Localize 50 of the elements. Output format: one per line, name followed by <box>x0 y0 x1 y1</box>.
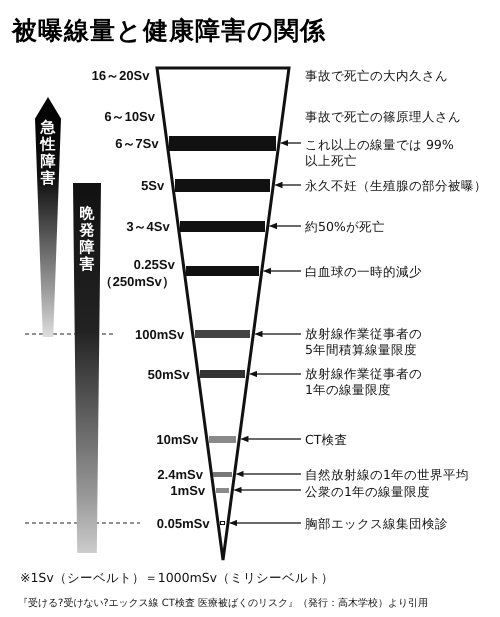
source-citation: 『受ける?受けない?エックス線 CT検査 医療被ばくのリスク』（発行：高木学校）より引用 <box>18 596 428 610</box>
arrow <box>269 222 301 230</box>
dose-value: 0.05mSv <box>156 515 210 532</box>
dose-value: 50mSv <box>146 366 190 383</box>
vertical-label: 急性障害 <box>40 119 56 187</box>
annotation-text: これ以上の線量では 99%以上死亡 <box>305 137 490 169</box>
title: 被曝線量と健康障害の関係 <box>12 15 326 47</box>
annotation-text: 事故で死亡の大内久さん <box>305 68 448 84</box>
gradient-arrow-band <box>73 183 101 553</box>
annotation-text: CT検査 <box>305 432 490 448</box>
arrow <box>240 436 301 442</box>
dose-bar <box>213 472 232 476</box>
arrow <box>249 370 301 378</box>
dose-bar <box>180 220 265 232</box>
arrow <box>234 486 301 494</box>
dose-value: 2.4mSv <box>156 466 203 483</box>
dose-bar <box>208 436 236 442</box>
arrow <box>236 470 301 478</box>
vertical-label: 晩発障害 <box>79 205 95 273</box>
dose-value: 5Sv <box>140 177 164 194</box>
annotation-text: 自然放射線の1年の世界平均 <box>305 467 490 483</box>
annotation-text: 公衆の1年の線量限度 <box>305 484 490 500</box>
annotation-text: 白血球の一時的減少 <box>305 264 490 280</box>
annotation-text: 約50%が死亡 <box>305 219 490 235</box>
dose-bar <box>216 488 230 492</box>
dose-bar <box>220 521 225 525</box>
annotation-text: 事故で死亡の篠原理人さん <box>305 109 461 125</box>
arrow <box>280 140 301 146</box>
annotation-text: 放射線作業従事者の 5年間積算線量限度 <box>305 326 490 358</box>
dose-bar <box>186 266 259 276</box>
annotation-text: 胸部エックス線集団検診 <box>305 516 490 532</box>
dose-value: 3～4Sv <box>125 218 170 235</box>
dose-value: 1mSv <box>169 482 206 499</box>
dose-bar <box>194 330 250 338</box>
annotation-text: 永久不妊（生殖腺の部分被曝） <box>305 178 490 194</box>
dose-value: 6～7Sv <box>114 135 159 152</box>
footnote: ※1Sv（シーベルト）＝1000mSv（ミリシーベルト） <box>20 570 334 586</box>
dose-bar <box>169 136 276 150</box>
dose-value: 100mSv <box>134 326 184 343</box>
dose-bar <box>174 178 270 192</box>
arrow <box>274 182 301 188</box>
dose-value: 6～10Sv <box>103 108 155 125</box>
arrow <box>262 268 301 274</box>
arrow <box>254 330 301 338</box>
dose-value: 16～20Sv <box>90 67 150 84</box>
annotation-text: 放射線作業従事者の 1年の線量限度 <box>305 366 490 398</box>
dose-value: 0.25Sv （250mSv） <box>98 256 175 290</box>
dose-bar <box>200 370 245 378</box>
arrow <box>229 520 301 526</box>
dose-value: 10mSv <box>155 431 198 448</box>
